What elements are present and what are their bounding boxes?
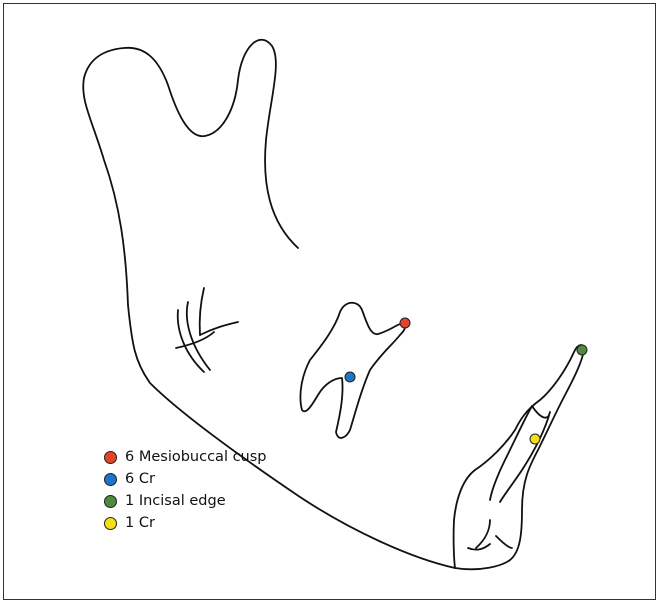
ramus-line-2 — [200, 322, 238, 335]
legend-dot-green — [104, 495, 117, 508]
legend-label: 6 Mesiobuccal cusp — [125, 449, 267, 465]
incisor-root-detail — [468, 520, 512, 550]
legend-label: 6 Cr — [125, 471, 155, 487]
legend-label: 1 Cr — [125, 515, 155, 531]
incisor-outer — [454, 345, 585, 569]
landmark-mesiobuccal-cusp — [400, 318, 410, 328]
legend-item: 6 Mesiobuccal cusp — [104, 446, 267, 468]
legend-item: 6 Cr — [104, 468, 267, 490]
legend-item: 1 Incisal edge — [104, 490, 267, 512]
molar-outline — [300, 303, 405, 438]
legend: 6 Mesiobuccal cusp 6 Cr 1 Incisal edge 1… — [104, 446, 267, 534]
landmark-molar-cr — [345, 372, 355, 382]
ramus-line-3 — [187, 302, 210, 370]
legend-dot-blue — [104, 473, 117, 486]
legend-label: 1 Incisal edge — [125, 493, 226, 509]
landmark-incisor-cr — [530, 434, 540, 444]
landmark-incisal-edge — [577, 345, 587, 355]
ramus-line-1 — [200, 288, 204, 335]
legend-item: 1 Cr — [104, 512, 267, 534]
legend-dot-yellow — [104, 517, 117, 530]
legend-dot-red — [104, 451, 117, 464]
